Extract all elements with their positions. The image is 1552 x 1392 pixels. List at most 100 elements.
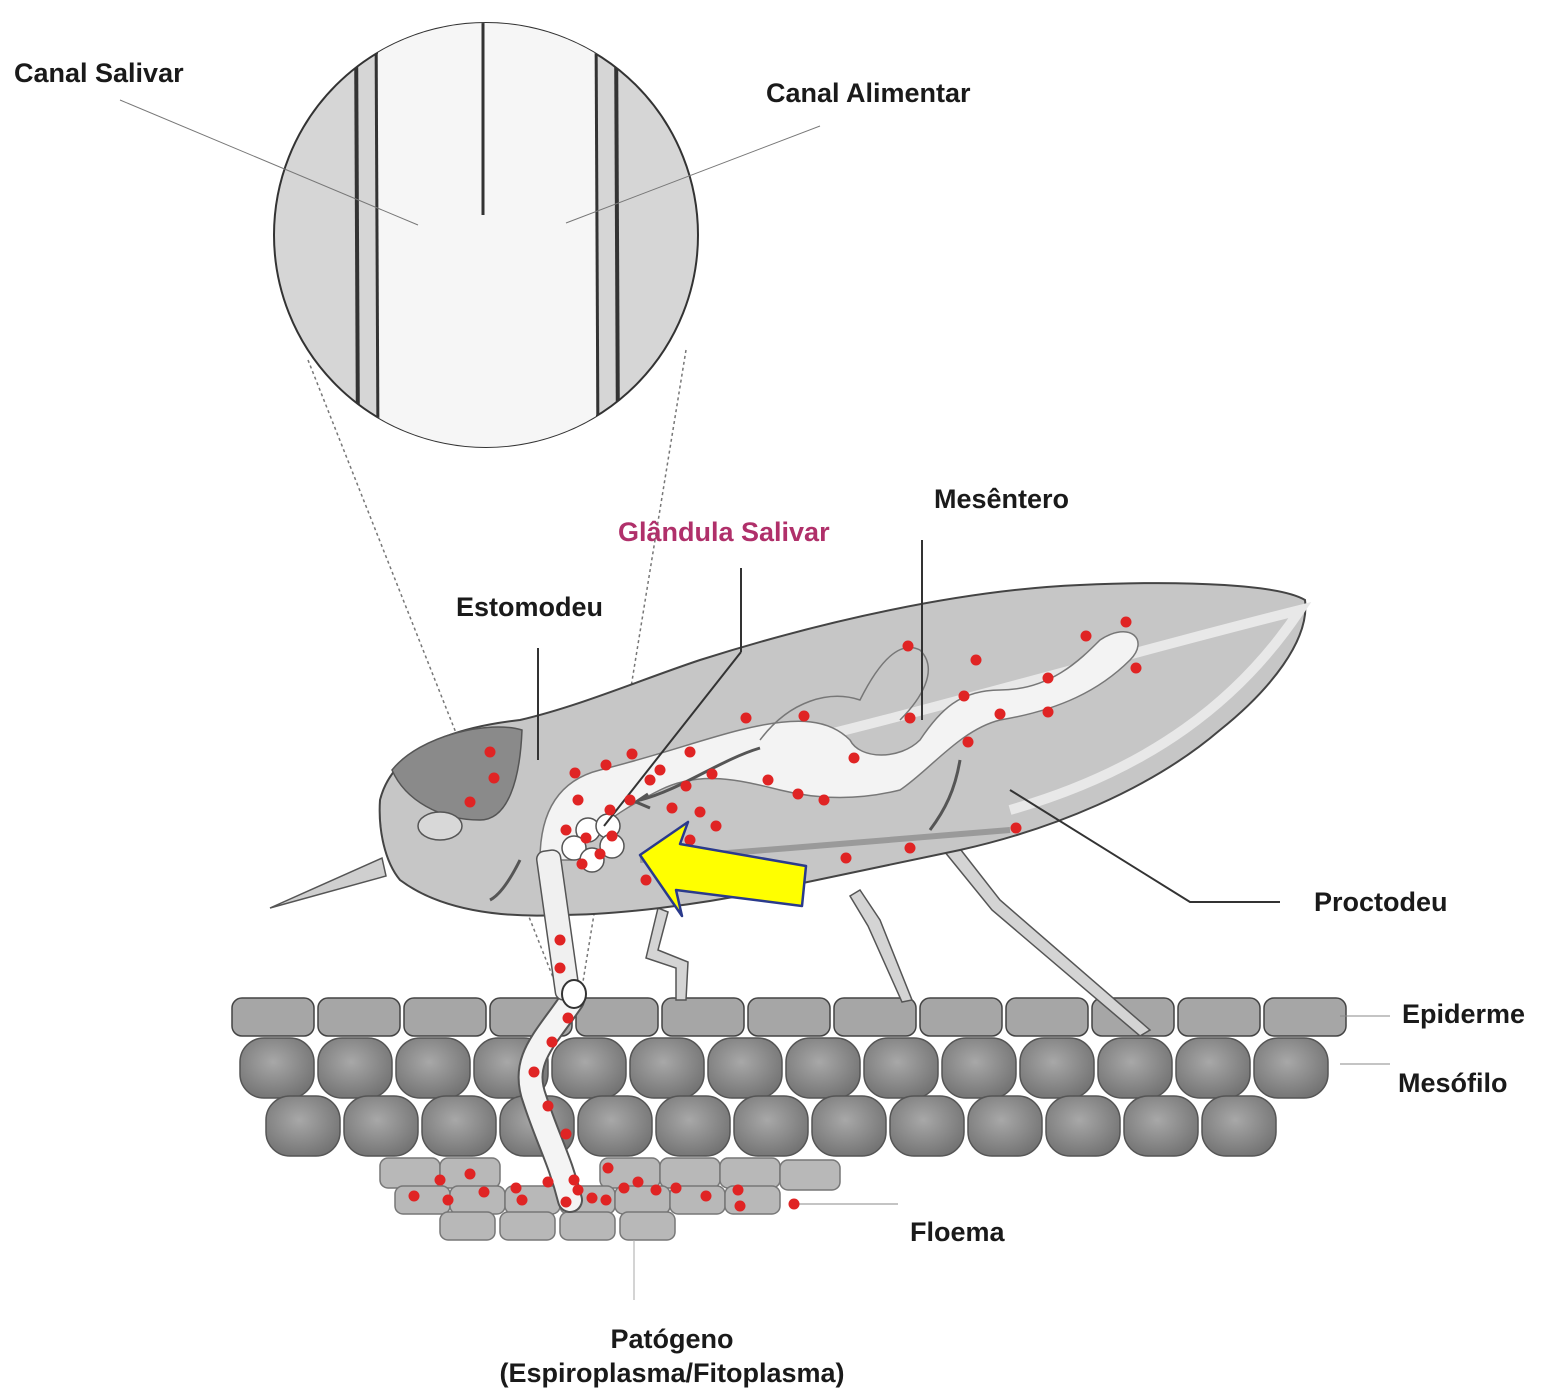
- pathogen-dot: [645, 775, 656, 786]
- mesophyll-cell: [1046, 1096, 1120, 1156]
- epidermis-cell: [404, 998, 486, 1036]
- pathogen-dot: [1043, 707, 1054, 718]
- mesophyll-cell: [1020, 1038, 1094, 1098]
- floema-label: Floema: [910, 1219, 1005, 1246]
- pathogen-dot: [547, 1037, 558, 1048]
- mesophyll-cell: [266, 1096, 340, 1156]
- pathogen-dot: [607, 831, 618, 842]
- pathogen-dot: [633, 1177, 644, 1188]
- mesophyll-cell: [396, 1038, 470, 1098]
- pathogen-dot: [573, 795, 584, 806]
- epidermis-cell: [1006, 998, 1088, 1036]
- pathogen-dot: [741, 713, 752, 724]
- mid-leg: [850, 890, 912, 1002]
- pathogen-dot: [573, 1185, 584, 1196]
- pathogen-dot: [601, 760, 612, 771]
- pathogen-dot: [671, 1183, 682, 1194]
- pathogen-dot: [905, 843, 916, 854]
- canal-salivar-label: Canal Salivar: [14, 60, 184, 87]
- pathogen-dot: [651, 1185, 662, 1196]
- mesophyll-cells: [240, 1038, 1328, 1156]
- pathogen-dot: [489, 773, 500, 784]
- pathogen-dot: [763, 775, 774, 786]
- mesophyll-cell: [1254, 1038, 1328, 1098]
- plant-tissue: [232, 998, 1390, 1300]
- mesophyll-cell: [344, 1096, 418, 1156]
- pathogen-dot: [485, 747, 496, 758]
- pathogen-dot: [685, 747, 696, 758]
- mesophyll-cell: [812, 1096, 886, 1156]
- mesophyll-cell: [786, 1038, 860, 1098]
- pathogen-dot: [963, 737, 974, 748]
- pathogen-dot: [971, 655, 982, 666]
- pathogen-dot: [799, 711, 810, 722]
- pathogen-dot: [543, 1101, 554, 1112]
- pathogen-dot: [581, 833, 592, 844]
- mesophyll-cell: [578, 1096, 652, 1156]
- pathogen-dot: [601, 1195, 612, 1206]
- pathogen-dot: [733, 1185, 744, 1196]
- epidermis-cell: [576, 998, 658, 1036]
- pathogen-dot: [1011, 823, 1022, 834]
- pathogen-dot: [793, 789, 804, 800]
- pathogen-dot: [1121, 617, 1132, 628]
- pathogen-dot: [905, 713, 916, 724]
- glandula-salivar-label: Glândula Salivar: [618, 519, 830, 546]
- mesofilo-label: Mesófilo: [1398, 1070, 1508, 1097]
- pathogen-dot: [465, 797, 476, 808]
- epidermis-cell: [318, 998, 400, 1036]
- mesophyll-cell: [1124, 1096, 1198, 1156]
- stylet-tip: [562, 980, 586, 1008]
- mesophyll-cell: [968, 1096, 1042, 1156]
- patogeno-label: Patógeno: [610, 1326, 733, 1353]
- pathogen-dot: [903, 641, 914, 652]
- mesophyll-cell: [240, 1038, 314, 1098]
- epidermis-cells: [232, 998, 1346, 1036]
- pathogen-dot: [667, 803, 678, 814]
- proctodeu-label: Proctodeu: [1314, 889, 1448, 916]
- pathogen-dot: [409, 1191, 420, 1202]
- epidermis-cell: [662, 998, 744, 1036]
- stylet-zoom-circle: [274, 0, 698, 460]
- epidermis-cell: [834, 998, 916, 1036]
- pathogen-dot: [569, 1175, 580, 1186]
- pathogen-dot: [435, 1175, 446, 1186]
- pathogen-dot: [1081, 631, 1092, 642]
- pathogen-dot: [995, 709, 1006, 720]
- pathogen-dot: [577, 859, 588, 870]
- epidermis-cell: [748, 998, 830, 1036]
- pathogen-dot: [707, 769, 718, 780]
- epidermis-cell: [1264, 998, 1346, 1036]
- pathogen-dot: [819, 795, 830, 806]
- antenna: [270, 858, 386, 908]
- pathogen-dot: [711, 821, 722, 832]
- epiderme-label: Epiderme: [1402, 1001, 1525, 1028]
- mesophyll-cell: [318, 1038, 392, 1098]
- mesophyll-cell: [942, 1038, 1016, 1098]
- pathogen-dot: [443, 1195, 454, 1206]
- mesophyll-cell: [1098, 1038, 1172, 1098]
- pathogen-dot: [605, 805, 616, 816]
- pathogen-dot: [959, 691, 970, 702]
- pathogen-dot: [561, 825, 572, 836]
- pathogen-dot: [555, 963, 566, 974]
- mesophyll-cell: [656, 1096, 730, 1156]
- mesophyll-cell: [422, 1096, 496, 1156]
- pathogen-dot: [681, 781, 692, 792]
- pathogen-dot: [561, 1129, 572, 1140]
- pathogen-dot: [1131, 663, 1142, 674]
- mesophyll-cell: [1202, 1096, 1276, 1156]
- front-leg: [646, 908, 688, 1000]
- mesophyll-cell: [890, 1096, 964, 1156]
- pathogen-dot: [570, 768, 581, 779]
- pathogen-dot: [627, 749, 638, 760]
- mesophyll-cell: [708, 1038, 782, 1098]
- pathogen-dot: [587, 1193, 598, 1204]
- pathogen-dot: [561, 1197, 572, 1208]
- pathogen-dot: [511, 1183, 522, 1194]
- epidermis-cell: [232, 998, 314, 1036]
- pathogen-dot: [841, 853, 852, 864]
- epidermis-cell: [920, 998, 1002, 1036]
- pathogen-dot: [625, 795, 636, 806]
